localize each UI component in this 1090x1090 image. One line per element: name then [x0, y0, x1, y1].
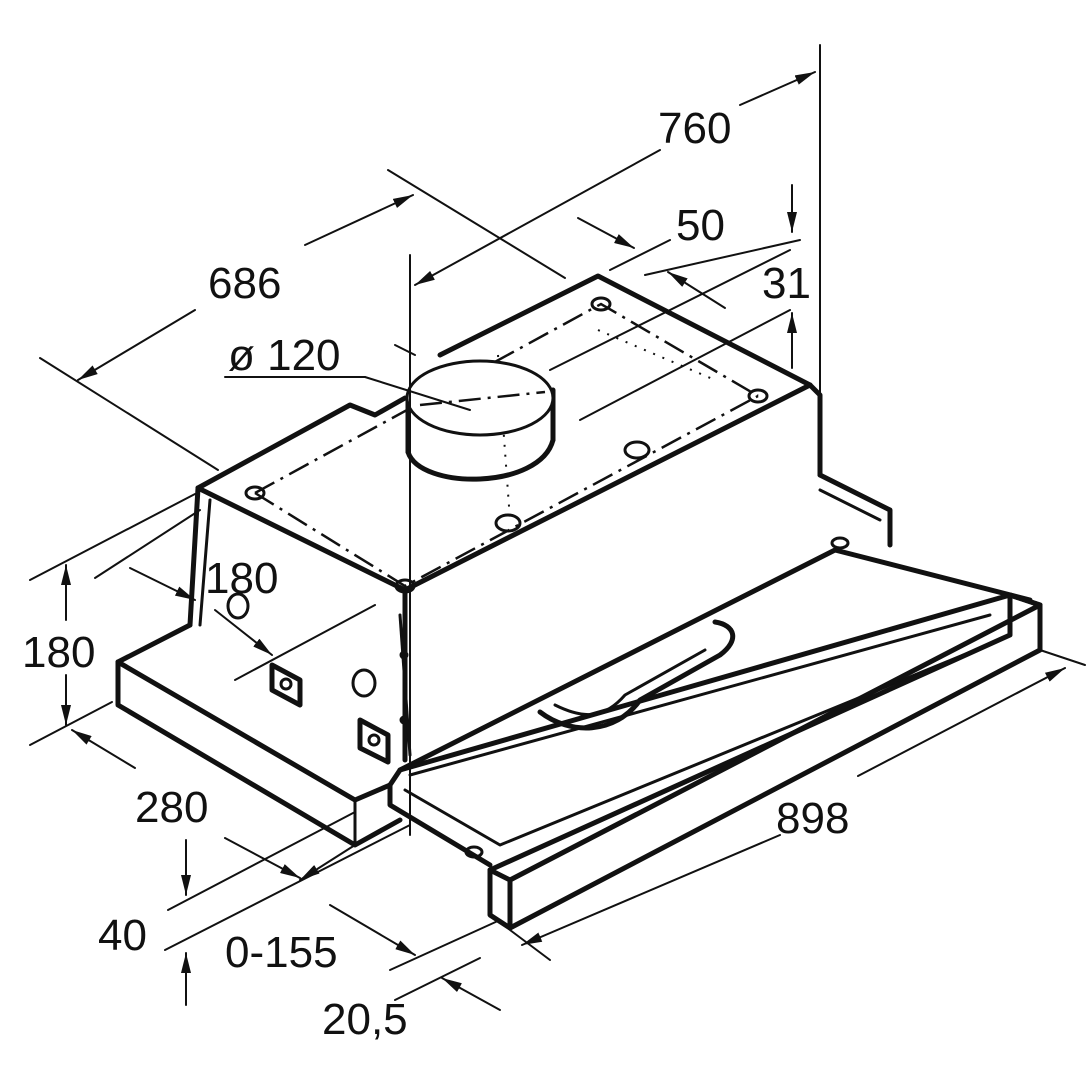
- dim-50: 50: [676, 201, 725, 250]
- dim-40: 40: [98, 911, 147, 960]
- dim-31: 31: [762, 259, 811, 308]
- dim-0-155: 0-155: [225, 928, 338, 977]
- dim-898: 898: [776, 794, 849, 843]
- dimension-labels: 760 686 50 31 ø 120 180 180 280 40 0-155…: [22, 104, 849, 1044]
- dim-686: 686: [208, 259, 281, 308]
- hood-body: [115, 273, 1043, 931]
- dim-20-5: 20,5: [322, 995, 408, 1044]
- dim-760: 760: [658, 104, 731, 153]
- dim-side-180: 180: [205, 554, 278, 603]
- dim-height-180: 180: [22, 628, 95, 677]
- dim-280: 280: [135, 783, 208, 832]
- dim-duct-diameter: ø 120: [228, 331, 341, 380]
- dimension-lines: [29, 44, 1086, 1011]
